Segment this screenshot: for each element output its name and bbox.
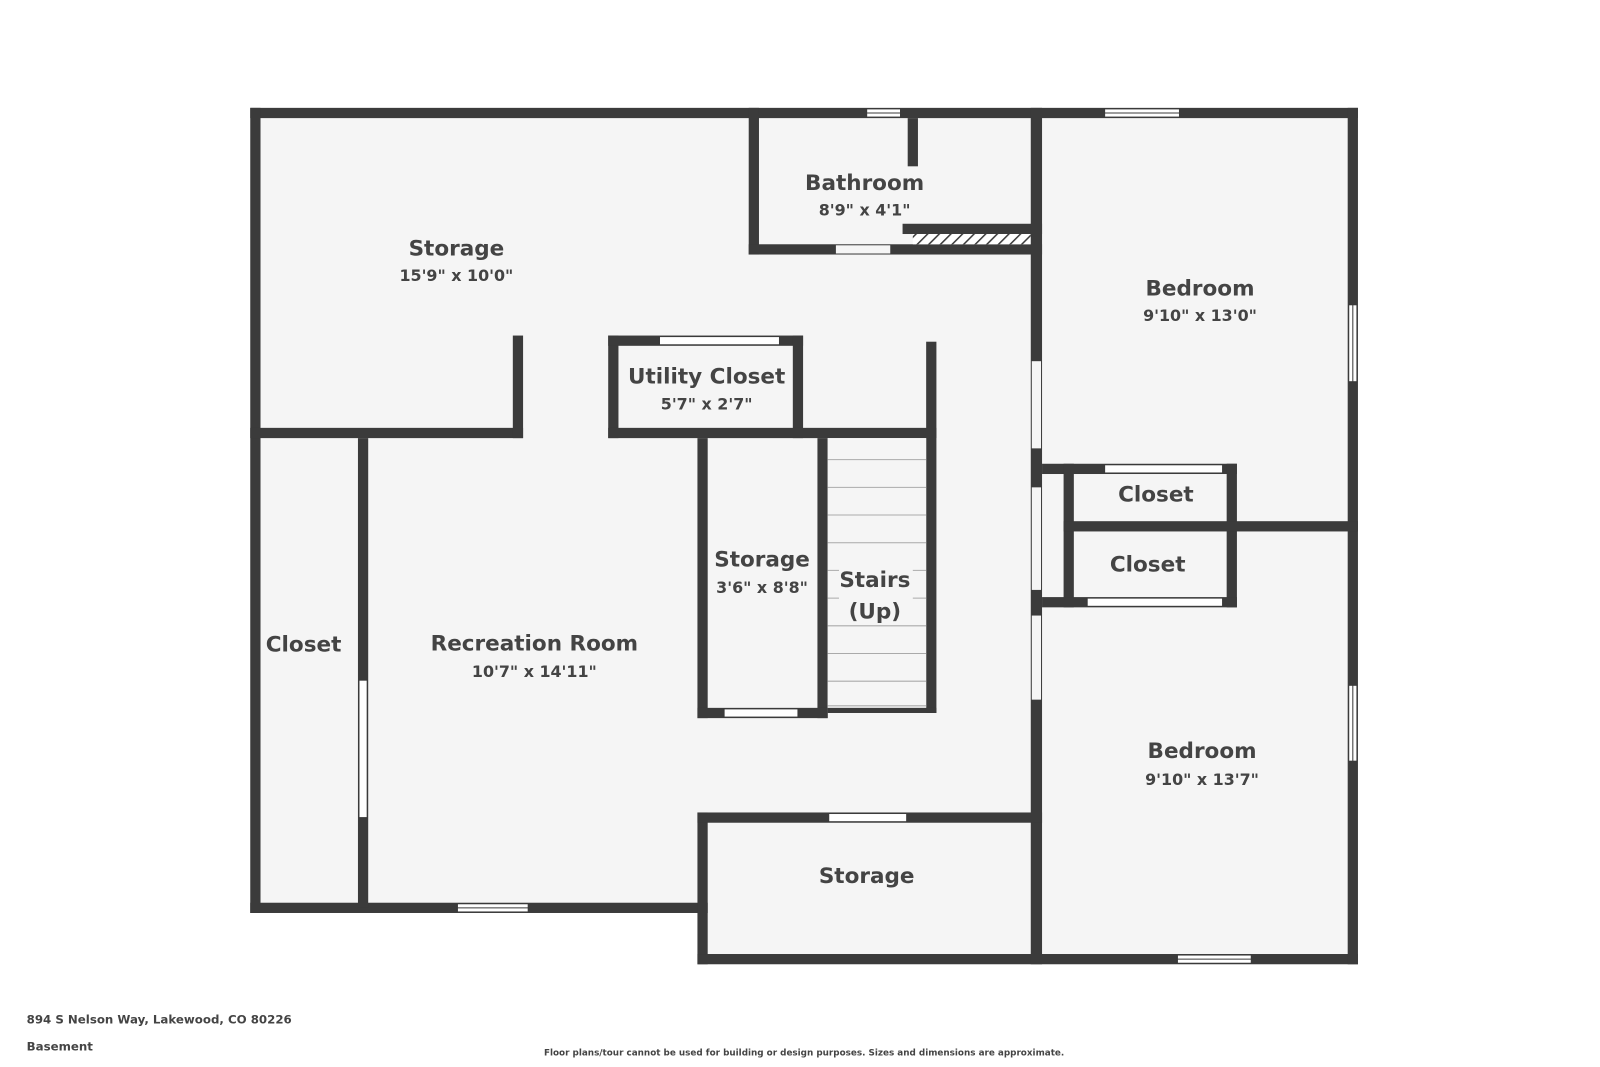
room-dimensions: 9'10" x 13'7" <box>1145 770 1259 789</box>
room-closet-left: Closet <box>266 632 342 657</box>
room-name: Closet <box>266 632 342 657</box>
room-storage-middle: Storage 3'6" x 8'8" <box>714 547 810 597</box>
room-name: Recreation Room <box>431 631 638 656</box>
room-name: Utility Closet <box>628 365 785 390</box>
room-name: Storage <box>409 237 505 262</box>
room-name: Bedroom <box>1146 277 1255 302</box>
property-address: 894 S Nelson Way, Lakewood, CO 80226 <box>27 1013 292 1027</box>
room-dimensions: 9'10" x 13'0" <box>1143 306 1257 325</box>
room-dimensions: 3'6" x 8'8" <box>716 578 808 597</box>
room-recreation-room: Recreation Room 10'7" x 14'11" <box>431 631 638 681</box>
hatched-wall <box>912 234 1031 245</box>
room-name: Bedroom <box>1148 739 1257 764</box>
room-dimensions: 15'9" x 10'0" <box>399 266 513 285</box>
stairs: Stairs (Up) <box>838 566 913 625</box>
disclaimer: Floor plans/tour cannot be used for buil… <box>544 1049 1064 1059</box>
room-bathroom: Bathroom 8'9" x 4'1" <box>805 171 924 220</box>
room-name: Storage <box>714 547 810 572</box>
room-bedroom-top: Bedroom 9'10" x 13'0" <box>1143 277 1257 326</box>
room-bedroom-bottom: Bedroom 9'10" x 13'7" <box>1145 739 1259 789</box>
room-dimensions: 10'7" x 14'11" <box>472 662 597 681</box>
stairs-label: Stairs <box>839 568 910 593</box>
room-storage-bottom: Storage <box>819 864 915 889</box>
room-dimensions: 8'9" x 4'1" <box>819 201 911 220</box>
room-name: Closet <box>1118 483 1194 508</box>
room-name: Closet <box>1110 552 1186 577</box>
room-name: Storage <box>819 864 915 889</box>
floor-area <box>255 112 1353 960</box>
room-utility-closet: Utility Closet 5'7" x 2'7" <box>628 365 785 414</box>
room-storage-top: Storage 15'9" x 10'0" <box>399 237 513 286</box>
windows <box>456 108 1358 964</box>
room-name: Bathroom <box>805 171 924 196</box>
stairs-direction: (Up) <box>849 600 902 625</box>
room-closet-upper: Closet <box>1118 483 1194 508</box>
floor-level: Basement <box>27 1039 94 1053</box>
room-closet-lower: Closet <box>1110 552 1186 577</box>
walls <box>250 107 1358 965</box>
room-dimensions: 5'7" x 2'7" <box>661 394 753 413</box>
